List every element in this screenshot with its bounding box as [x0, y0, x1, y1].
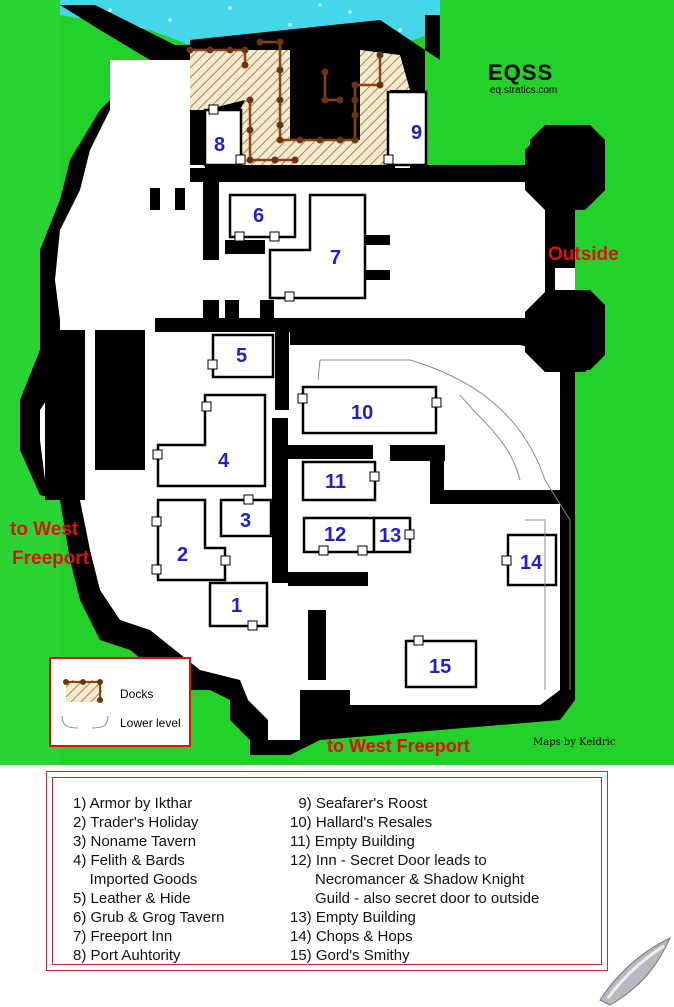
label-4: 4 [218, 450, 230, 472]
building-7 [268, 193, 367, 300]
location-item: 8) Port Auhtority [73, 947, 181, 964]
building-13 [372, 516, 412, 554]
building-2 [156, 498, 227, 582]
location-item: 5) Leather & Hide [73, 890, 191, 907]
building-10 [301, 385, 438, 435]
legend-docks: Docks [120, 687, 153, 701]
label-9: 9 [411, 122, 422, 144]
exit-west-line2[interactable]: Freeport [12, 548, 90, 569]
location-item: Guild - also secret door to outside [290, 890, 540, 907]
location-legend: 1) Armor by Ikthar 2) Trader's Holiday 3… [46, 771, 608, 971]
label-5: 5 [236, 345, 247, 367]
label-7: 7 [330, 247, 341, 269]
building-5 [211, 333, 275, 379]
label-8: 8 [214, 134, 225, 156]
label-12: 12 [324, 524, 346, 546]
eqss-url: eq.stratics.com [490, 85, 557, 96]
building-8 [203, 108, 243, 167]
map-legend: Docks Lower level [49, 657, 191, 747]
label-15: 15 [429, 656, 451, 678]
location-item: 7) Freeport Inn [73, 928, 173, 945]
location-item: 13) Empty Building [290, 909, 416, 926]
location-list-right: 9) Seafarer's Roost 10) Hallard's Resale… [290, 794, 539, 965]
location-item: 6) Grub & Grog Tavern [73, 909, 225, 926]
label-1: 1 [231, 595, 242, 617]
label-14: 14 [520, 552, 543, 574]
map-credit: Maps by Keldric [533, 737, 616, 748]
building-3 [219, 498, 273, 538]
location-item: 4) Felith & Bards [73, 852, 185, 869]
building-1 [208, 581, 269, 628]
location-list-left: 1) Armor by Ikthar 2) Trader's Holiday 3… [73, 794, 224, 965]
building-9 [386, 90, 428, 167]
location-item: Necromancer & Shadow Knight [290, 871, 525, 888]
location-item: 14) Chops & Hops [290, 928, 413, 945]
freeport-map: 8 9 6 7 5 4 10 11 3 2 12 13 14 1 15 EQSS… [0, 0, 674, 765]
building-6 [228, 193, 297, 239]
location-item: Imported Goods [73, 871, 198, 888]
location-item: 2) Trader's Holiday [73, 814, 199, 831]
exit-west-line1[interactable]: to West [10, 519, 79, 540]
label-11: 11 [325, 471, 346, 493]
location-item: 1) Armor by Ikthar [73, 795, 193, 812]
docks-pier [240, 50, 410, 165]
building-12 [302, 516, 376, 554]
interior-walls [45, 168, 560, 680]
location-item: 15) Gord's Smithy [290, 947, 410, 964]
label-13: 13 [379, 525, 401, 547]
tower-north [525, 130, 605, 210]
eqss-logo: EQSS [488, 60, 553, 85]
location-item: 12) Inn - Secret Door leads to [290, 852, 487, 869]
label-10: 10 [351, 402, 373, 424]
location-item: 10) Hallard's Resales [290, 814, 433, 831]
location-item: 9) Seafarer's Roost [290, 795, 428, 812]
tower-south [525, 292, 605, 372]
exit-west-bottom[interactable]: to West Freeport [327, 736, 470, 756]
label-2: 2 [177, 544, 188, 566]
legend-lower-level: Lower level [120, 716, 181, 730]
location-item: 11) Empty Building [290, 833, 415, 850]
lower-level-outline [317, 359, 571, 690]
building-14 [506, 533, 558, 587]
building-15 [404, 639, 478, 689]
label-3: 3 [240, 510, 251, 532]
label-6: 6 [253, 205, 264, 227]
building-4 [156, 393, 267, 488]
page-curl-icon [590, 930, 674, 1007]
building-11 [301, 460, 377, 502]
docks-area [190, 50, 245, 110]
exit-outside[interactable]: Outside [548, 244, 619, 265]
location-item: 3) Noname Tavern [73, 833, 197, 850]
